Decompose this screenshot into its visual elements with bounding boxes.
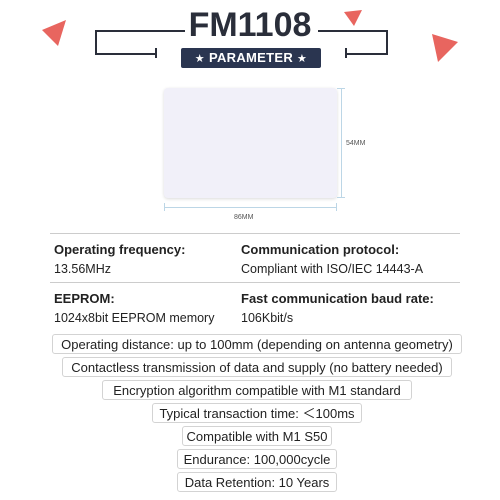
header-line-left-bottom	[95, 53, 157, 55]
width-dimension-tick-right	[336, 203, 337, 211]
spec-value-protocol: Compliant with ISO/IEC 14443-A	[241, 262, 424, 276]
spec-value-frequency: 13.56MHz	[54, 262, 111, 276]
triangle-left	[42, 20, 66, 46]
height-dimension-line	[341, 88, 342, 198]
header-line-right-top	[318, 30, 388, 32]
width-dimension-line	[164, 207, 337, 208]
parameter-badge-label: PARAMETER	[208, 50, 294, 65]
star-icon: ★	[194, 53, 205, 65]
parameter-badge: ★PARAMETER★	[181, 48, 321, 68]
header-line-right-connector	[345, 48, 347, 58]
header-line-left-vertical	[95, 30, 97, 54]
divider	[50, 233, 460, 234]
spec-label-eeprom: EEPROM:	[54, 291, 115, 306]
triangle-right	[432, 34, 458, 62]
header-line-right-vertical	[386, 30, 388, 54]
feature-row: Endurance: 100,000cycle	[177, 449, 337, 469]
spec-value-eeprom: 1024x8bit EEPROM memory	[54, 311, 215, 325]
header-line-left-connector	[155, 48, 157, 58]
feature-row: Encryption algorithm compatible with M1 …	[102, 380, 412, 400]
height-dimension-label: 54MM	[346, 140, 366, 147]
feature-row: Data Retention: 10 Years	[177, 472, 337, 492]
width-dimension-tick-left	[164, 203, 165, 211]
page-title: FM1108	[188, 6, 312, 44]
decorative-triangles	[42, 10, 458, 62]
height-dimension-tick-bottom	[337, 197, 345, 198]
divider	[50, 282, 460, 283]
spec-label-protocol: Communication protocol:	[241, 242, 400, 257]
feature-row: Compatible with M1 S50	[182, 426, 332, 446]
header-line-left-top	[95, 30, 185, 32]
triangle-top-right	[344, 10, 362, 26]
feature-row: Operating distance: up to 100mm (dependi…	[52, 334, 462, 354]
header-line-right-bottom	[345, 53, 388, 55]
card-image	[164, 88, 337, 198]
star-icon: ★	[297, 53, 308, 65]
feature-row: Contactless transmission of data and sup…	[62, 357, 452, 377]
spec-label-baud-rate: Fast communication baud rate:	[241, 291, 434, 306]
feature-row: Typical transaction time: ＜100ms	[152, 403, 362, 423]
height-dimension-tick-top	[337, 88, 345, 89]
width-dimension-label: 86MM	[234, 214, 254, 221]
spec-label-frequency: Operating frequency:	[54, 242, 186, 257]
spec-value-baud-rate: 106Kbit/s	[241, 311, 294, 325]
